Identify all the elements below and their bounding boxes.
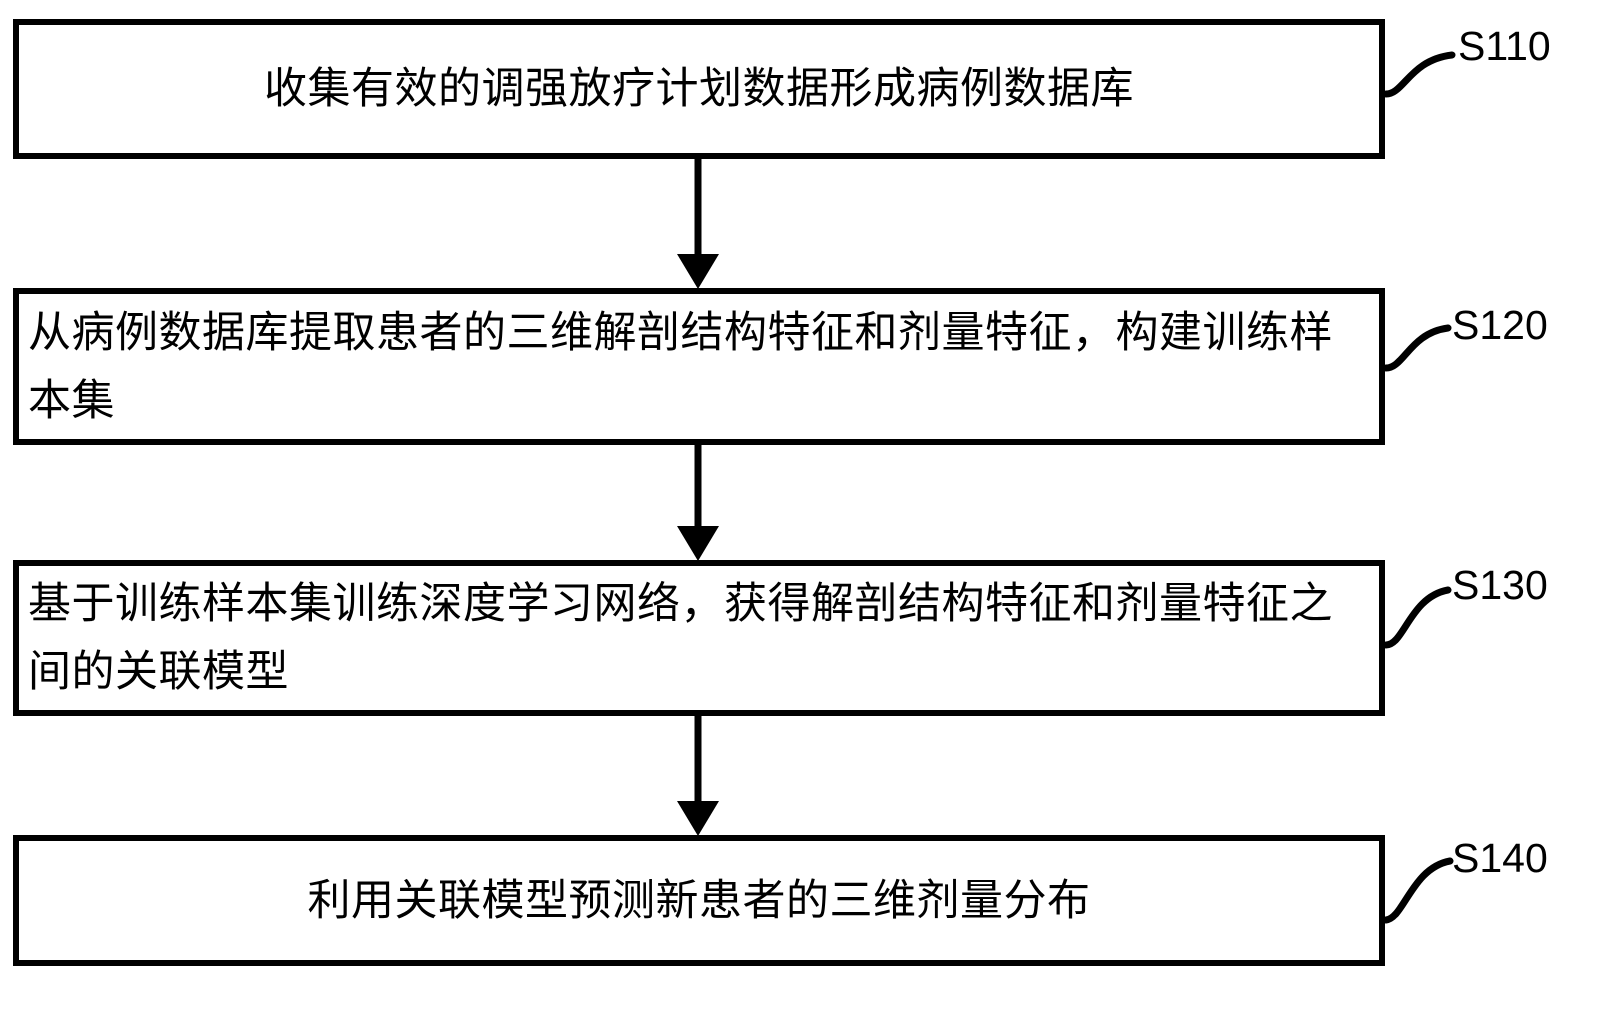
leader-line-s110 [1382, 51, 1456, 98]
step-label-s120: S120 [1452, 302, 1548, 348]
arrow-s110-to-s120 [677, 159, 719, 289]
flowchart-step-box-s130: 基于训练样本集训练深度学习网络，获得解剖结构特征和剂量特征之间的关联模型 [13, 560, 1385, 716]
step-text-s140: 利用关联模型预测新患者的三维剂量分布 [307, 875, 1091, 926]
flowchart-step-box-s120: 从病例数据库提取患者的三维解剖结构特征和剂量特征，构建训练样本集 [13, 288, 1385, 445]
flowchart-step-box-s110: 收集有效的调强放疗计划数据形成病例数据库 [13, 19, 1385, 159]
step-text-s130: 基于训练样本集训练深度学习网络，获得解剖结构特征和剂量特征之间的关联模型 [28, 579, 1333, 697]
leader-line-s120 [1382, 324, 1452, 372]
arrow-s130-to-s140 [677, 716, 719, 836]
arrow-s120-to-s130 [677, 445, 719, 561]
step-label-s130: S130 [1452, 562, 1548, 608]
step-label-s110: S110 [1458, 23, 1551, 69]
leader-line-s140 [1382, 857, 1454, 924]
step-label-s140: S140 [1452, 835, 1548, 881]
step-text-s120: 从病例数据库提取患者的三维解剖结构特征和剂量特征，构建训练样本集 [28, 307, 1333, 426]
leader-line-s130 [1382, 586, 1452, 649]
step-text-s110: 收集有效的调强放疗计划数据形成病例数据库 [264, 64, 1134, 114]
flowchart-step-box-s140: 利用关联模型预测新患者的三维剂量分布 [13, 835, 1385, 966]
